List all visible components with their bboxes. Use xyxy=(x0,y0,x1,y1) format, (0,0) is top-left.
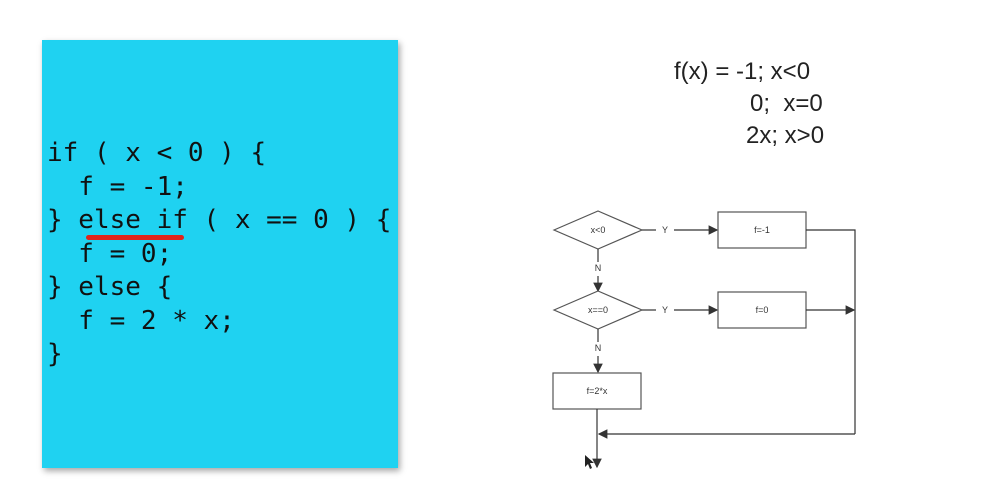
code-line-4: f = 0; xyxy=(47,238,173,269)
code-block: if ( x < 0 ) { f = -1; } else if ( x == … xyxy=(47,137,391,372)
yes-label-1: Y xyxy=(662,225,668,235)
connector-1 xyxy=(806,229,856,434)
code-panel: if ( x < 0 ) { f = -1; } else if ( x == … xyxy=(42,40,398,468)
code-line-5: } else { xyxy=(47,272,173,302)
yes-label-2: Y xyxy=(662,305,668,315)
decision-label-2: x==0 xyxy=(588,305,608,315)
mouse-cursor-icon xyxy=(585,455,594,469)
action-box-3 xyxy=(552,372,642,410)
no-label-2: N xyxy=(595,343,602,353)
code-line-2: f = -1; xyxy=(47,171,188,202)
piecewise-formula: f(x) = -1; x<0 0; x=0 2x; x>0 xyxy=(674,56,824,152)
action-box-1 xyxy=(717,211,807,249)
no-label-1: N xyxy=(595,263,602,273)
code-line-6: f = 2 * x; xyxy=(47,305,235,336)
code-line-3: } else if ( x == 0 ) { xyxy=(47,205,392,235)
action-label-2: f=0 xyxy=(756,305,769,315)
action-box-2 xyxy=(717,291,807,329)
action-label-3: f=2*x xyxy=(587,386,608,396)
else-if-underline xyxy=(86,235,184,240)
decision-label-1: x<0 xyxy=(591,225,606,235)
code-line-7: } xyxy=(47,339,63,369)
formula-line-1: f(x) = -1; x<0 xyxy=(674,58,811,85)
code-line-1: if ( x < 0 ) { xyxy=(47,138,267,168)
formula-line-3: 2x; x>0 xyxy=(746,122,825,149)
formula-line-2: 0; x=0 xyxy=(750,90,823,117)
action-label-1: f=-1 xyxy=(754,225,770,235)
